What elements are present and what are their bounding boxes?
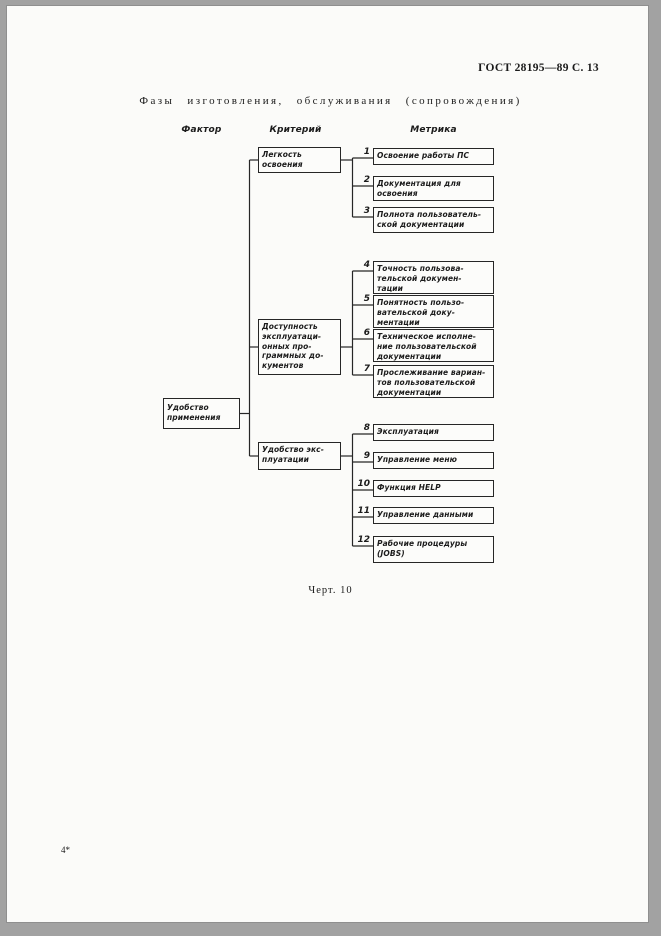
metric-box: Функция HELP [373,480,494,497]
column-label-metric: Метрика [410,125,457,135]
metric-number: 3 [363,206,370,216]
metric-number: 11 [357,506,370,516]
metric-number: 4 [363,260,370,270]
metric-box: Управление данными [373,507,494,524]
metric-number: 7 [363,364,370,374]
metric-number: 6 [363,328,370,338]
metric-box: Точность пользова- тельской докумен- тац… [373,261,494,294]
metric-box: Рабочие процедуры (JOBS) [373,536,494,563]
metric-number: 5 [363,294,370,304]
metric-box: Освоение работы ПС [373,148,494,165]
metric-number: 1 [363,147,370,157]
page-footnote: 4* [61,845,70,855]
criterion-box: Доступность эксплуатаци- онных про- грам… [258,319,341,375]
factor-box: Удобство применения [163,398,240,429]
page-header: ГОСТ 28195—89 С. 13 [478,62,599,74]
criterion-box: Удобство экс- плуатации [258,442,341,470]
diagram-title: Фазы изготовления, обслуживания (сопрово… [139,95,522,107]
figure-caption: Черт. 10 [308,585,353,596]
metric-box: Техническое исполне- ние пользовательско… [373,329,494,362]
metric-box: Полнота пользователь- ской документации [373,207,494,233]
metric-number: 9 [363,451,370,461]
metric-number: 2 [363,175,370,185]
column-label-factor: Фактор [181,125,222,135]
metric-number: 8 [363,423,370,433]
metric-box: Прослеживание вариан- тов пользовательск… [373,365,494,398]
metric-box: Документация для освоения [373,176,494,201]
metric-number: 12 [357,535,370,545]
metric-number: 10 [357,479,370,489]
metric-box: Эксплуатация [373,424,494,441]
metric-box: Управление меню [373,452,494,469]
metric-box: Понятность пользо- вательской доку- мент… [373,295,494,328]
criterion-box: Легкость освоения [258,147,341,173]
column-label-criterion: Критерий [269,125,322,135]
